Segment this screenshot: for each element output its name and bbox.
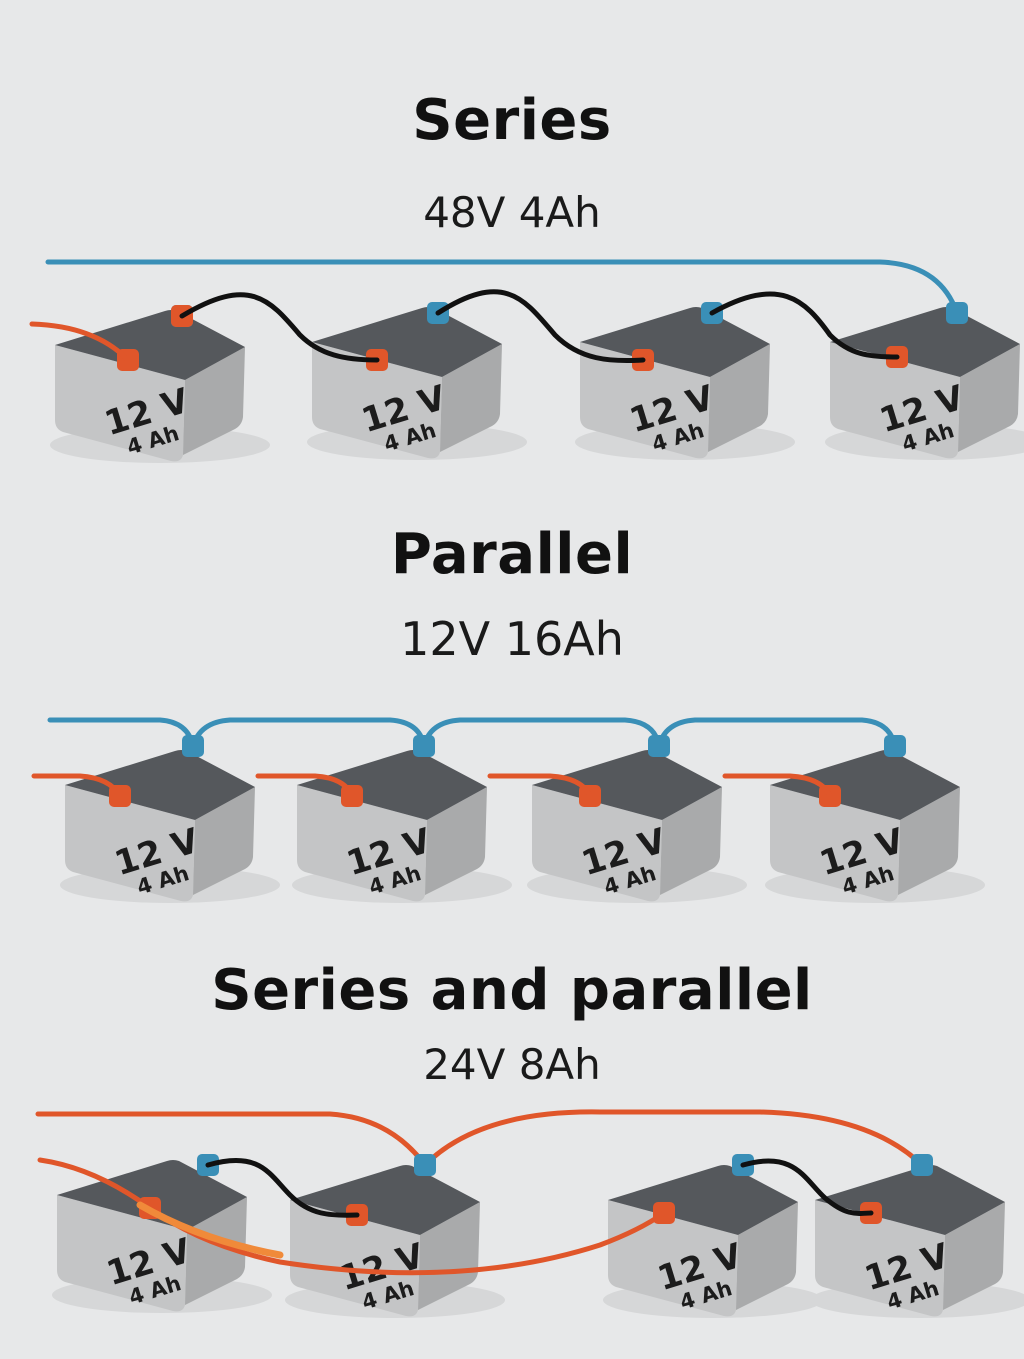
- negative-terminal: [884, 735, 906, 757]
- negative-terminal: [648, 735, 670, 757]
- negative-terminal: [413, 735, 435, 757]
- parallel-battery-3: 12 V4 Ah: [527, 735, 747, 903]
- wire-layer-over: [29, 289, 900, 1276]
- series-title: Series: [412, 88, 612, 153]
- parallel-battery-4: 12 V4 Ah: [765, 735, 985, 903]
- sp-crossing-highlight: [136, 1201, 284, 1259]
- series-link-wire-3: [709, 291, 900, 360]
- parallel-rating: 12V 16Ah: [400, 612, 624, 666]
- series-battery-1: 12 V4 Ah: [50, 305, 270, 463]
- negative-terminal: [182, 735, 204, 757]
- parallel-title: Parallel: [390, 522, 634, 587]
- sp-link-wire-1: [205, 1158, 360, 1218]
- parallel-positive-input: [31, 773, 123, 799]
- parallel-positive-link-2: [487, 773, 593, 799]
- negative-terminal: [414, 1154, 436, 1176]
- sp-battery-4: 12 V4 Ah: [810, 1154, 1024, 1318]
- series-parallel-rating: 24V 8Ah: [423, 1040, 601, 1089]
- negative-terminal: [946, 302, 968, 324]
- series-battery-2: 12 V4 Ah: [307, 302, 527, 460]
- parallel-battery-1: 12 V4 Ah: [60, 735, 280, 903]
- parallel-battery-2: 12 V4 Ah: [292, 735, 512, 903]
- sp-battery-3: 12 V4 Ah: [603, 1154, 823, 1318]
- series-output-wire: [45, 259, 960, 316]
- sp-crossing-wire: [37, 1157, 667, 1276]
- parallel-negative-bus: [47, 717, 898, 749]
- sp-battery-1: 12 V4 Ah: [52, 1154, 272, 1313]
- series-battery-4: 12 V4 Ah: [825, 302, 1024, 460]
- series-input-wire: [29, 321, 131, 363]
- parallel-positive-link-3: [722, 773, 833, 799]
- series-battery-3: 12 V4 Ah: [575, 302, 795, 460]
- negative-terminal: [911, 1154, 933, 1176]
- series-link-wire-1: [179, 292, 380, 363]
- parallel-positive-link-1: [255, 773, 355, 799]
- series-parallel-title: Series and parallel: [211, 958, 813, 1023]
- series-link-wire-2: [435, 289, 646, 364]
- sp-positive-bus: [35, 1109, 925, 1168]
- series-rating: 48V 4Ah: [423, 188, 601, 237]
- sp-battery-2: 12 V4 Ah: [285, 1154, 505, 1318]
- sp-link-wire-2: [740, 1158, 874, 1216]
